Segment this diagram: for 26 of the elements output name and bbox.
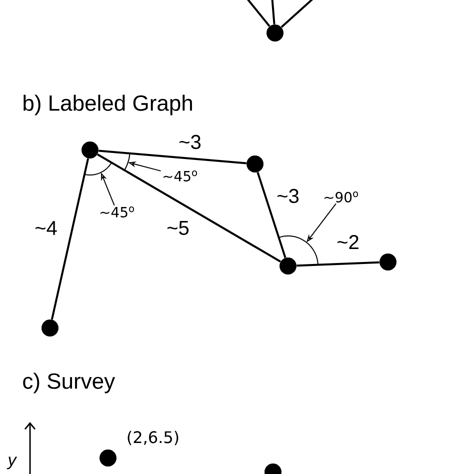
axis-label: y (6, 456, 18, 470)
graph-edge (296, 261, 380, 267)
vertex-dot (100, 450, 116, 466)
edge-label: ~4 (34, 220, 58, 236)
angle-label: ~45$^{o}$ (163, 170, 197, 182)
vertex-dot (280, 258, 296, 274)
vertex-dot (82, 142, 98, 158)
panel-title: b) Labeled Graph (24, 94, 192, 116)
graph-edge (256, 172, 286, 258)
coordinate-label: (2,6.5) (128, 430, 178, 446)
vertex-dot (246, 156, 264, 172)
edge-label: ~5 (166, 220, 190, 236)
graph-edge (244, 0, 270, 27)
panel-title: c) Survey (23, 372, 116, 394)
graph-edge (50, 158, 90, 320)
edge-label: ~2 (336, 234, 360, 250)
angle-label: ~45$^{o}$ (100, 206, 134, 218)
vertex-dot (380, 254, 396, 270)
angle-label: ~90$^{o}$ (324, 192, 358, 202)
vertex-dot (266, 24, 284, 42)
edge-label: ~3 (178, 134, 202, 150)
graph-edge (98, 150, 246, 164)
edge-label: ~3 (276, 188, 300, 204)
graph-edge (271, 0, 276, 24)
graph-edge (97, 154, 281, 262)
vertex-dot (42, 320, 58, 336)
